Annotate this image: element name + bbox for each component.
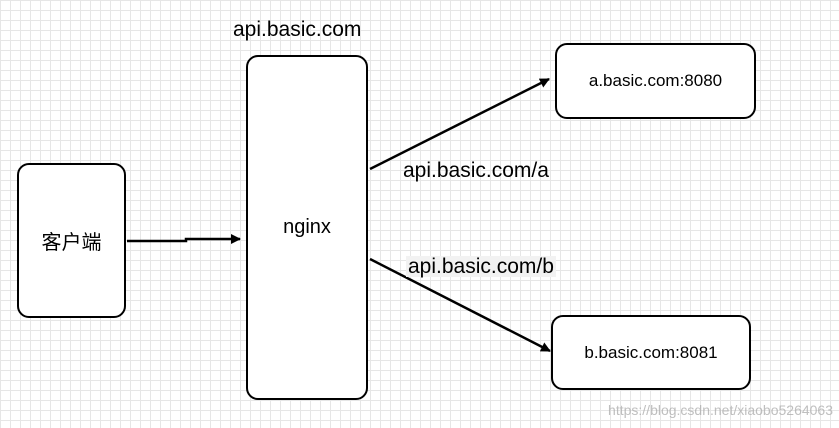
- client-node-label: 客户端: [41, 232, 102, 254]
- server-a-node-label: a.basic.com:8080: [588, 71, 723, 90]
- route-a-label: api.basic.com/a: [403, 159, 549, 182]
- edge-nginx-to-server-b: [369, 257, 551, 353]
- server-a-node[interactable]: a.basic.com:8080: [555, 43, 756, 119]
- nginx-node[interactable]: nginx: [246, 55, 368, 400]
- client-node[interactable]: 客户端: [17, 163, 126, 318]
- edge-client-to-nginx: [127, 234, 241, 244]
- edge-nginx-to-server-a: [369, 77, 550, 171]
- nginx-node-label: nginx: [283, 216, 331, 238]
- watermark-text: https://blog.csdn.net/xiaobo5264063: [608, 402, 833, 418]
- gateway-domain-label: api.basic.com: [233, 18, 362, 41]
- server-b-node[interactable]: b.basic.com:8081: [551, 315, 751, 390]
- server-b-node-label: b.basic.com:8081: [584, 342, 718, 362]
- route-b-label: api.basic.com/b: [406, 255, 556, 278]
